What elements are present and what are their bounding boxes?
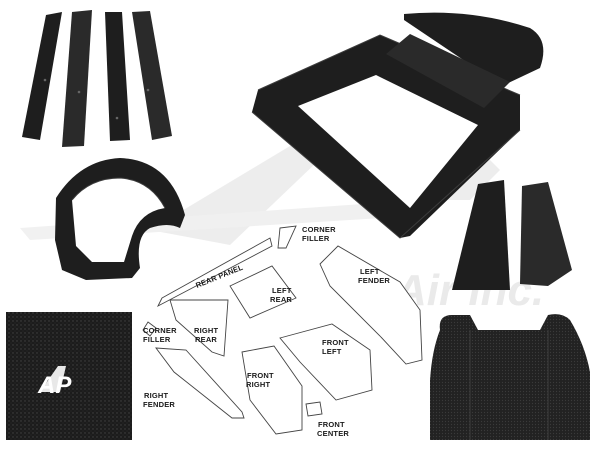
steering-cowl (55, 158, 185, 280)
texture-swatch: AP (6, 312, 132, 440)
corner-pieces (452, 180, 572, 290)
floor-mat (430, 314, 590, 440)
swatch-logo: AP (37, 372, 72, 399)
panel-diagram (142, 225, 423, 435)
rear-deck-panel (386, 12, 544, 108)
sill-strips (22, 10, 172, 147)
